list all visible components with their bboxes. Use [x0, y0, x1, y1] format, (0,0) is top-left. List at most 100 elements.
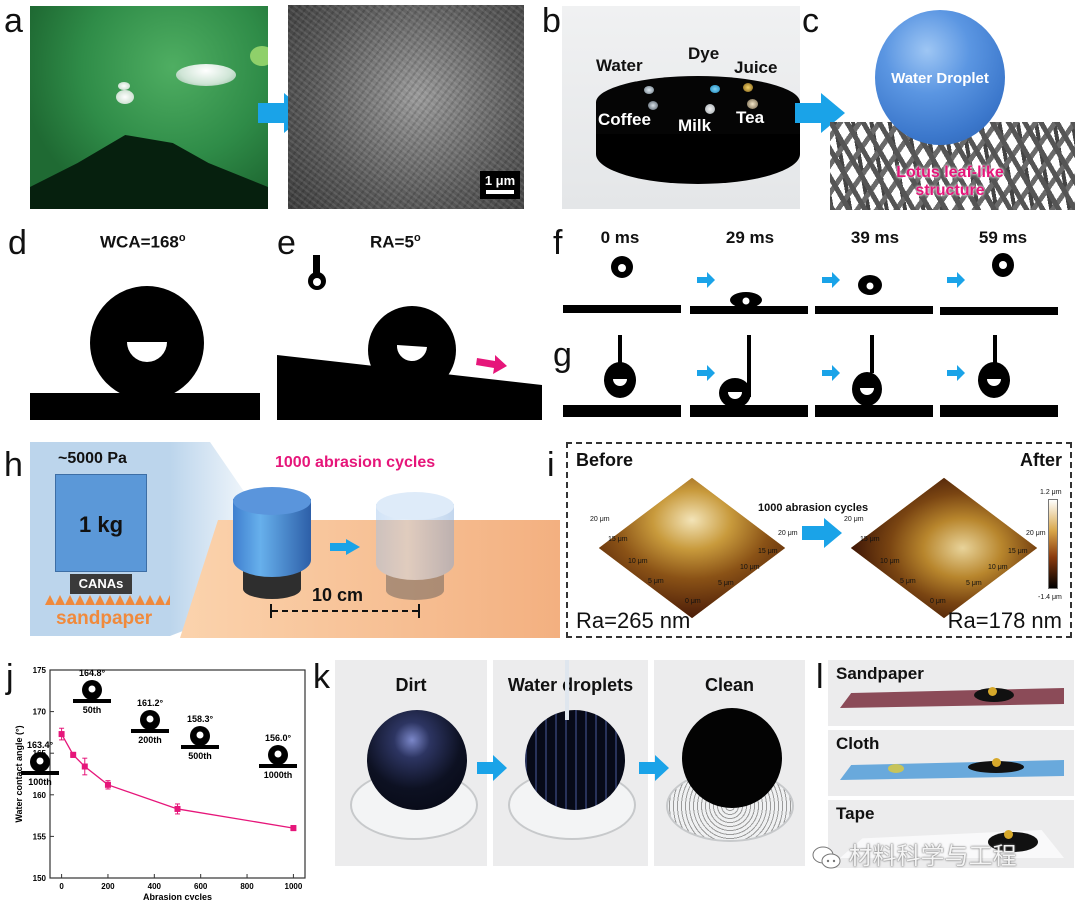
axis-tick: 20 μm — [778, 530, 798, 537]
before-label: Before — [576, 450, 634, 470]
sliding-droplet — [277, 255, 547, 430]
cylinder-weight — [233, 487, 311, 599]
contact-angle-droplet — [30, 260, 260, 425]
self-cleaning-sequence: Dirt Water droplets Clean — [335, 660, 805, 868]
y-axis-label: Water contact angle (°) — [14, 725, 24, 822]
droplet-icon-highlight — [88, 685, 96, 693]
structure-label: Lotus leaf-like — [896, 164, 1004, 181]
wca-chart: 15015516016517017502004006008001000Abras… — [0, 650, 310, 900]
time-label: 39 ms — [850, 228, 900, 247]
y-tick-label: 155 — [33, 832, 47, 841]
axis-tick: 20 μm — [844, 516, 864, 523]
panel-label-b: b — [542, 2, 561, 40]
surface-label: Cloth — [836, 734, 880, 753]
annotation-angle: 156.0° — [265, 733, 292, 743]
annotation-angle: 158.3° — [187, 714, 214, 724]
afm-panel: Before After 1000 abrasion cycles 20 μm … — [566, 442, 1072, 638]
scale-bar: 1 μm — [480, 171, 520, 199]
series-line — [61, 733, 294, 829]
wca-title: WCA=168o — [100, 232, 186, 253]
chart-svg: 15015516016517017502004006008001000Abras… — [14, 666, 306, 900]
droplet-icon-highlight — [196, 731, 204, 739]
data-point — [104, 781, 111, 788]
axis-tick: 5 μm — [900, 578, 916, 585]
watermark-text: 材料科学与工程 — [848, 843, 1017, 870]
substrate-icon — [131, 729, 169, 733]
colorbar-min: -1.4 μm — [1038, 594, 1062, 601]
liquid-label: Dye — [688, 44, 720, 63]
arrow-right-icon — [330, 539, 360, 560]
axis-tick: 5 μm — [648, 578, 664, 585]
x-tick-label: 600 — [194, 882, 208, 891]
time-label: 29 ms — [725, 228, 775, 247]
annotation-angle: 164.8° — [79, 668, 106, 678]
x-axis-label: Abrasion cycles — [143, 892, 212, 900]
photo-water-droplets: Water droplets — [493, 660, 648, 866]
colorbar-max: 1.2 μm — [1040, 489, 1062, 496]
water-droplet-large — [176, 64, 236, 86]
droplet-label: Water Droplet — [891, 70, 989, 87]
abrasion-arrow-label: 1000 abrasion cycles — [758, 502, 869, 514]
y-tick-label: 175 — [33, 666, 47, 675]
colorbar — [1048, 499, 1058, 589]
panel-label-g: g — [553, 336, 572, 374]
annotation-angle: 163.4° — [27, 740, 54, 750]
panel-label-d: d — [8, 224, 27, 262]
sandpaper-teeth — [45, 595, 170, 605]
x-tick-label: 0 — [59, 882, 64, 891]
annotation-angle: 161.2° — [137, 698, 164, 708]
liquid-label: Juice — [734, 58, 778, 77]
data-point — [81, 763, 88, 770]
annotation-cycle: 500th — [188, 751, 212, 761]
panel-label-e: e — [277, 224, 296, 262]
liquid-label: Water — [596, 56, 643, 75]
data-point — [58, 731, 65, 738]
x-tick-label: 800 — [240, 882, 254, 891]
photo-cloth: Cloth — [828, 730, 1074, 796]
photo-tape: Tape — [828, 800, 1074, 868]
y-tick-label: 170 — [33, 708, 47, 717]
pressure-label: ~5000 Pa — [58, 450, 127, 467]
axis-tick: 15 μm — [860, 536, 880, 543]
ra-value: RA=5 — [370, 232, 414, 252]
annotation-cycle: 100th — [28, 777, 52, 787]
annotation-cycle: 200th — [138, 735, 162, 745]
cylinder-ghost — [376, 492, 454, 602]
panel-label-c: c — [802, 2, 819, 40]
axis-tick: 5 μm — [718, 580, 734, 587]
surface-photos: Sandpaper Cloth Tape 材料科学与工程 — [812, 660, 1074, 870]
time-label: 59 ms — [978, 228, 1028, 247]
step-label: Water droplets — [507, 675, 634, 695]
droplet-icon-highlight — [274, 750, 282, 758]
axis-tick: 15 μm — [1008, 548, 1028, 555]
sem-image: 1 μm — [288, 5, 524, 209]
substrate-icon — [181, 745, 219, 749]
photo-clean: Clean — [654, 660, 805, 866]
panel-label-f: f — [553, 224, 563, 262]
panel-label-l: l — [816, 658, 824, 696]
data-point — [70, 751, 77, 758]
water-droplet-small — [116, 90, 134, 104]
degree-symbol: o — [413, 232, 421, 244]
watermark: 材料科学与工程 — [812, 836, 1017, 871]
substrate-icon — [21, 771, 59, 775]
ra-title: RA=5o — [370, 232, 421, 253]
panel-label-a: a — [4, 2, 23, 40]
time-label: 0 ms — [600, 228, 640, 247]
panel-label-h: h — [4, 446, 23, 484]
axis-tick: 0 μm — [685, 598, 701, 605]
x-tick-label: 1000 — [285, 882, 303, 891]
surface-label: Tape — [836, 804, 875, 823]
panel-label-k: k — [313, 658, 330, 696]
photo-sandpaper: Sandpaper — [828, 660, 1074, 726]
photo-dirt: Dirt — [335, 660, 487, 866]
arrow-right-icon — [639, 755, 669, 786]
x-tick-label: 400 — [148, 882, 162, 891]
surface-label: Sandpaper — [836, 664, 924, 683]
droplet-icon-highlight — [36, 757, 44, 765]
panel-label-j: j — [6, 658, 14, 696]
distance-label: 10 cm — [312, 585, 364, 605]
y-tick-label: 160 — [33, 791, 47, 800]
degree-symbol: o — [178, 232, 186, 244]
scale-bar-label: 1 μm — [484, 173, 516, 188]
